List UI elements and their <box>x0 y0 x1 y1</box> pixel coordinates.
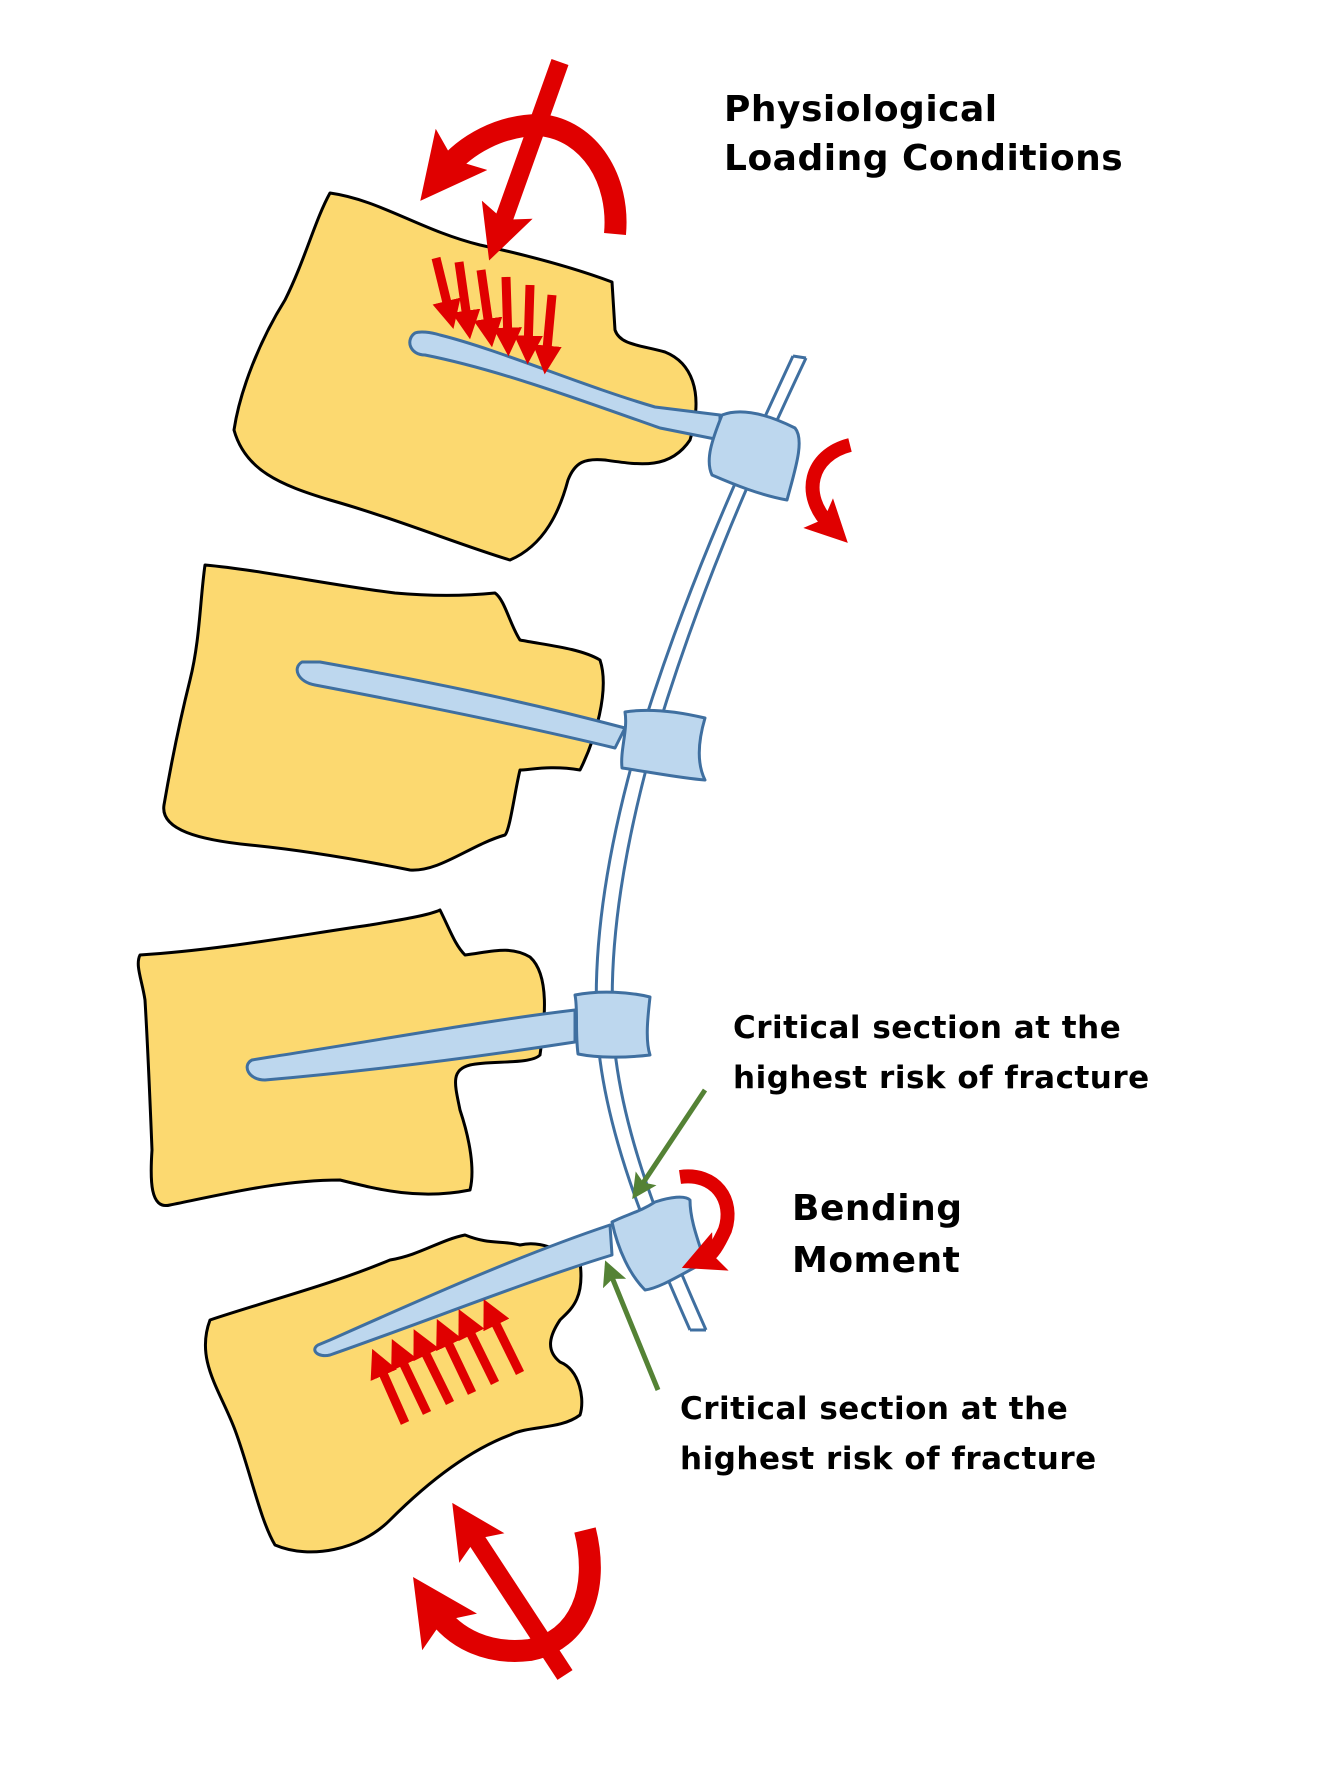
critical-section-pointer-upper <box>632 1088 708 1200</box>
critical-upper-line-1: Critical section at the <box>733 1010 1122 1046</box>
critical-lower-line-2: highest risk of fracture <box>680 1440 1097 1477</box>
load-arrow-down <box>473 269 503 348</box>
bottom-rotation-arrow-icon <box>413 1527 601 1662</box>
vertebra-2 <box>162 563 605 872</box>
pedicle-screw-4 <box>313 1195 707 1358</box>
pedicle-screw-3 <box>245 990 652 1082</box>
bending-line-2: Moment <box>792 1240 961 1282</box>
load-arrow-up <box>458 1309 500 1385</box>
top-rotation-arrow-icon <box>420 113 627 236</box>
top-distributed-load-arrows <box>431 256 562 375</box>
load-arrow-up <box>391 1338 432 1415</box>
title-line-1: Physiological <box>724 89 998 130</box>
bending-line-1: Bending <box>792 1188 963 1229</box>
vertebra-1 <box>232 191 698 562</box>
pedicle-screw-1 <box>408 330 801 502</box>
load-arrow-down <box>532 294 562 375</box>
title-physiological-loading: Physiological Loading Conditions <box>724 86 1123 183</box>
critical-section-label-lower: Critical section at the highest risk of … <box>680 1385 1097 1484</box>
load-arrow-up <box>370 1348 410 1425</box>
load-arrow-down <box>431 256 461 329</box>
critical-upper-line-2: highest risk of fracture <box>733 1059 1150 1096</box>
load-arrow-down <box>493 276 522 357</box>
critical-section-label-upper: Critical section at the highest risk of … <box>733 1004 1150 1103</box>
load-arrow-down <box>451 261 481 340</box>
load-arrow-up <box>413 1329 455 1405</box>
load-arrow-up <box>483 1299 525 1375</box>
title-line-2: Loading Conditions <box>724 137 1124 179</box>
rod-moment-arrow-icon <box>803 438 853 543</box>
bending-moment-label: Bending Moment <box>792 1183 963 1287</box>
top-compressive-force-arrow <box>481 58 569 261</box>
load-arrow-down <box>514 284 543 365</box>
bottom-distributed-load-arrows <box>370 1299 525 1425</box>
load-arrow-up <box>436 1318 477 1395</box>
critical-section-pointer-lower <box>602 1260 661 1391</box>
bending-moment-arrow-icon <box>679 1169 735 1271</box>
critical-lower-line-1: Critical section at the <box>680 1391 1069 1427</box>
pedicle-screw-2 <box>295 660 707 782</box>
